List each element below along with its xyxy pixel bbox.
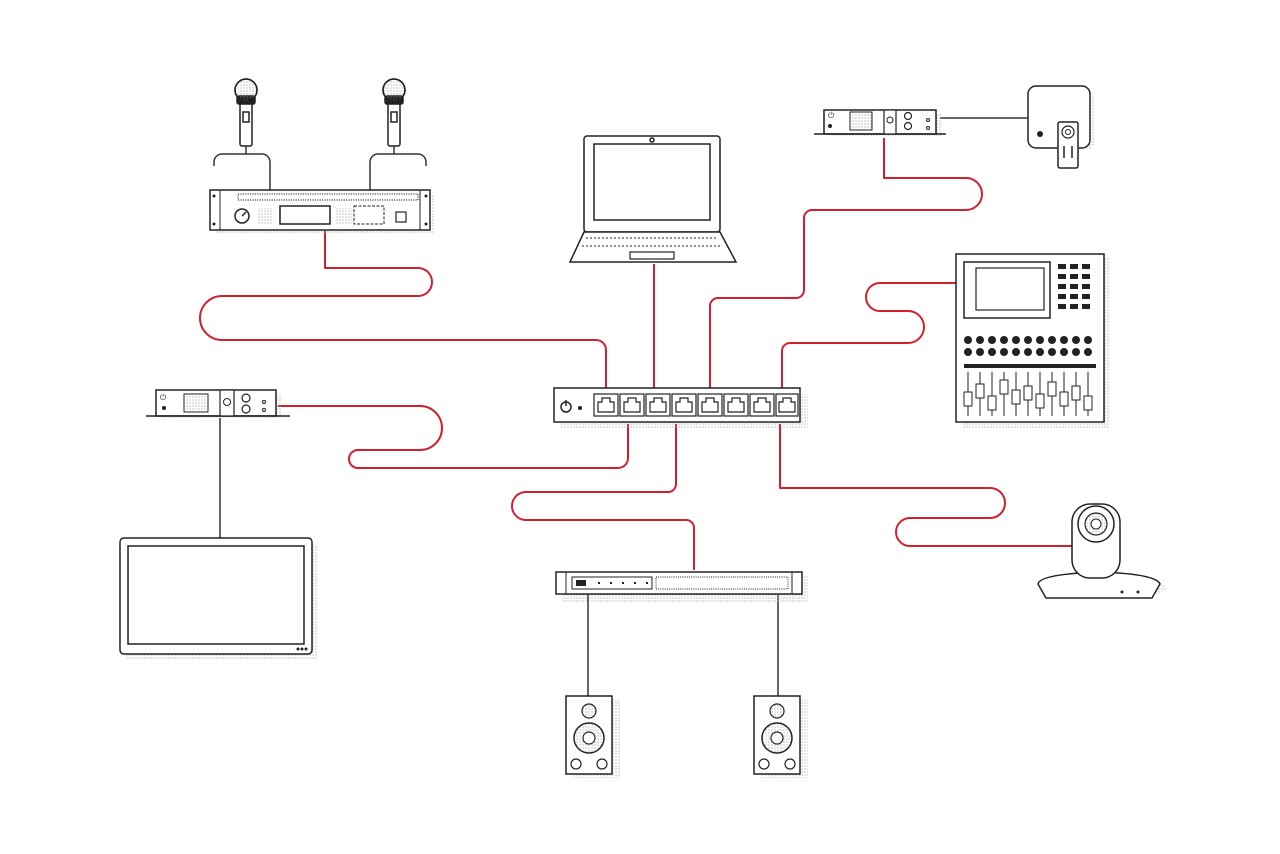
- rack-receiver-icon: [209, 189, 434, 234]
- io-interface-icon: ⏻: [146, 389, 290, 418]
- speaker-icon: [753, 695, 808, 778]
- cable-mic-right: [369, 146, 427, 190]
- network-switch-icon: [553, 387, 808, 428]
- cable-ioleft-to-switch: [278, 405, 629, 469]
- svg-text:⏻: ⏻: [828, 111, 835, 120]
- control-panel-icon: [1027, 85, 1094, 169]
- mixing-console-icon: [955, 253, 1110, 428]
- cable-amplifier-to-switch: [511, 424, 695, 570]
- cable-camera-to-switch: [779, 424, 1078, 547]
- switch-ports: [593, 393, 799, 417]
- ptz-camera-icon: [1037, 503, 1166, 600]
- cable-mixer-to-switch: [781, 282, 956, 392]
- microphone-icon: [382, 78, 406, 147]
- cable-iotop-to-switch: [709, 138, 983, 392]
- cable-receiver-to-switch: [199, 231, 607, 392]
- microphone-icon: [234, 78, 258, 147]
- analog-cables: [213, 117, 1028, 696]
- speaker-icon: [565, 695, 620, 778]
- svg-text:⏻: ⏻: [160, 393, 167, 402]
- cable-mic-left: [213, 146, 271, 190]
- rack-amplifier-icon: [555, 571, 808, 602]
- monitor-icon: [119, 537, 318, 660]
- laptop-icon: [568, 135, 738, 263]
- network-cables: [199, 138, 1078, 570]
- io-interface-icon: ⏻: [814, 109, 946, 136]
